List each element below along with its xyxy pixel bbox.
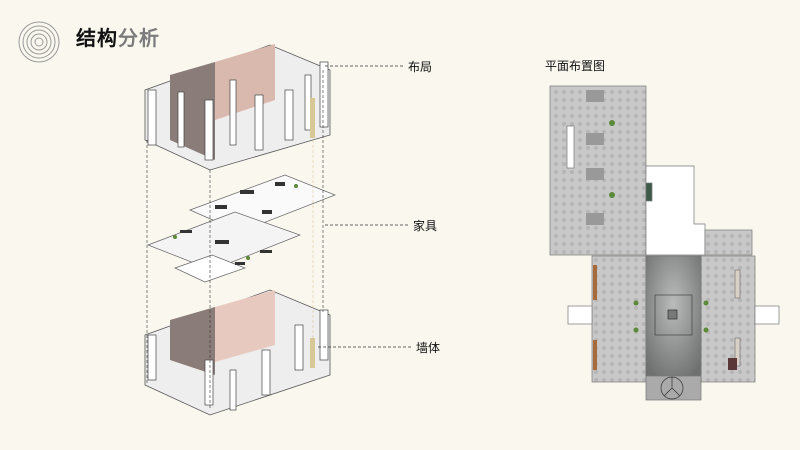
floor-plan-title: 平面布置图 bbox=[545, 59, 606, 73]
layout-layer-illustration bbox=[144, 44, 331, 171]
projection-lines bbox=[146, 70, 324, 410]
layer-label-walls: 墙体 bbox=[416, 341, 441, 355]
floor-plan-drawing bbox=[549, 85, 780, 401]
page-title: 结构分析 bbox=[76, 22, 160, 51]
layer-label-layout: 布局 bbox=[408, 60, 433, 74]
concentric-circles-icon bbox=[18, 21, 60, 63]
title-main: 结构 bbox=[76, 26, 118, 50]
wall-layer-illustration bbox=[144, 289, 331, 416]
leader-lines bbox=[318, 65, 412, 348]
title-accent: 分析 bbox=[118, 26, 160, 50]
layer-label-furniture: 家具 bbox=[413, 219, 438, 233]
furniture-layer-illustration bbox=[147, 174, 336, 283]
